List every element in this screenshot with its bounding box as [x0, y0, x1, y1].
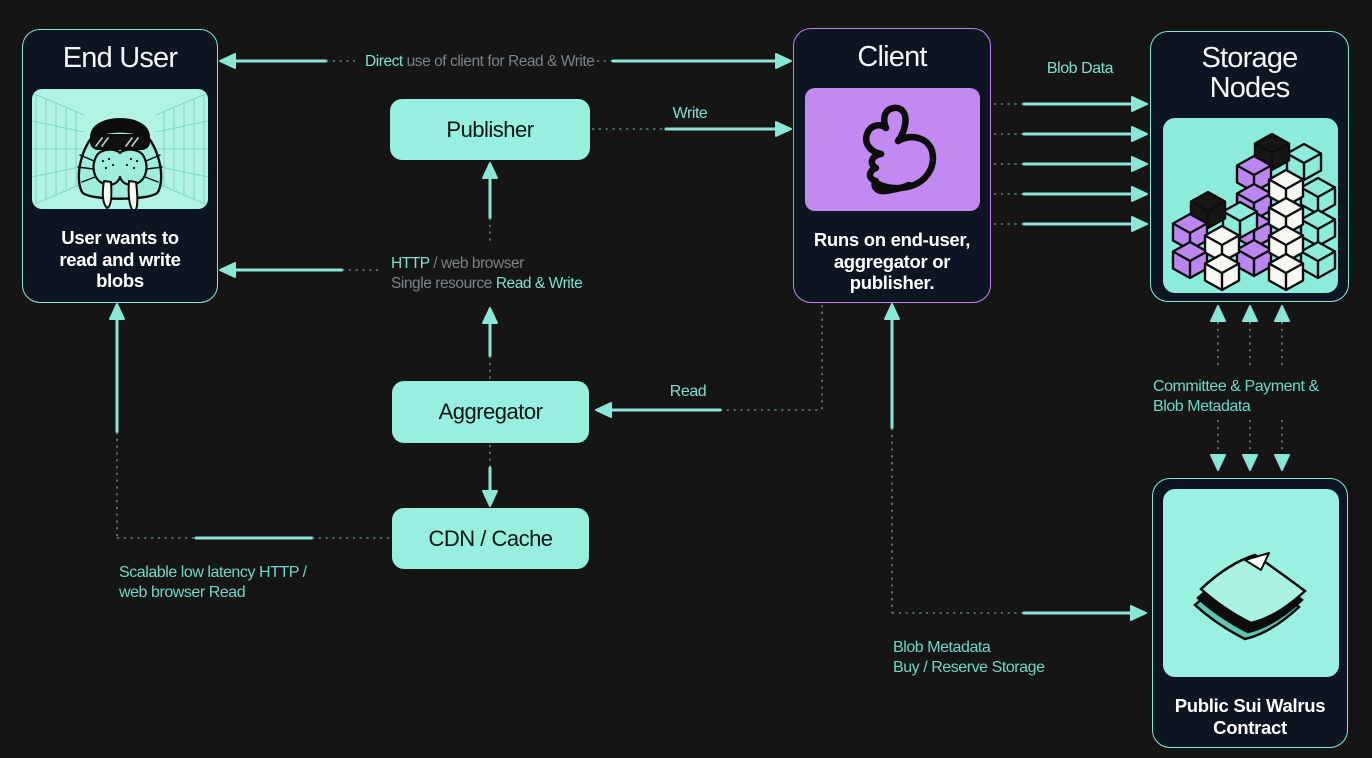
cdn-cache-label: CDN / Cache — [428, 525, 553, 551]
thumbs-up-glyph — [863, 104, 937, 195]
end-user-title: End User — [62, 42, 178, 74]
client-caption: Runs on end-user, aggregator or publishe… — [813, 229, 971, 293]
edge-label-committee: Committee & Payment & Blob Metadata — [1153, 378, 1319, 415]
walrus-icon — [32, 92, 208, 209]
edge-write — [592, 121, 792, 137]
publisher-node: Publisher — [390, 99, 590, 160]
edge-label-direct: Direct use of client for Read & Write — [365, 53, 595, 70]
walrus — [77, 118, 163, 209]
edge-label-http: HTTP / web browser Single resource Read … — [391, 255, 583, 292]
client-node: Client Runs on end-user, aggregator or p… — [793, 28, 991, 303]
cube-stacks — [1171, 132, 1337, 292]
aggregator-label: Aggregator — [438, 399, 543, 424]
end-user-node: End User — [22, 29, 218, 303]
cdn-cache-node: CDN / Cache — [392, 508, 589, 569]
edge-blob-data — [994, 96, 1148, 232]
edge-aggregator-cdn — [482, 445, 498, 507]
stacked-papers-glyph — [1193, 552, 1307, 641]
edge-publisher-up — [482, 162, 498, 245]
edge-label-write: Write — [672, 105, 708, 122]
thumbs-up-icon — [805, 88, 980, 211]
contract-caption: Public Sui Walrus Contract — [1174, 695, 1326, 738]
walrus-illustration — [32, 89, 208, 209]
edge-scalable — [109, 303, 391, 540]
storage-nodes-title: Storage Nodes — [1201, 42, 1299, 104]
perspective-grid — [32, 92, 208, 206]
end-user-caption: User wants to read and write blobs — [59, 227, 181, 291]
publisher-label: Publisher — [446, 116, 534, 142]
stacked-papers-icon — [1163, 489, 1339, 677]
edge-label-scalable: Scalable low latency HTTP / web browser … — [119, 564, 307, 601]
edge-blob-metadata — [884, 303, 1147, 621]
edge-label-blob-data: Blob Data — [1046, 60, 1114, 77]
edge-label-blob-metadata: Blob Metadata Buy / Reserve Storage — [893, 639, 1045, 676]
edge-http — [219, 262, 378, 278]
storage-nodes-node: Storage Nodes — [1150, 31, 1349, 302]
client-title: Client — [857, 41, 927, 73]
aggregator-node: Aggregator — [392, 381, 589, 443]
freckles — [101, 157, 139, 170]
storage-cubes-illustration — [1163, 118, 1338, 293]
storage-cubes-icon — [1171, 132, 1337, 292]
contract-node: Public Sui Walrus Contract — [1152, 478, 1348, 748]
edge-label-read: Read — [669, 383, 707, 400]
edge-aggregator-up — [482, 307, 498, 379]
